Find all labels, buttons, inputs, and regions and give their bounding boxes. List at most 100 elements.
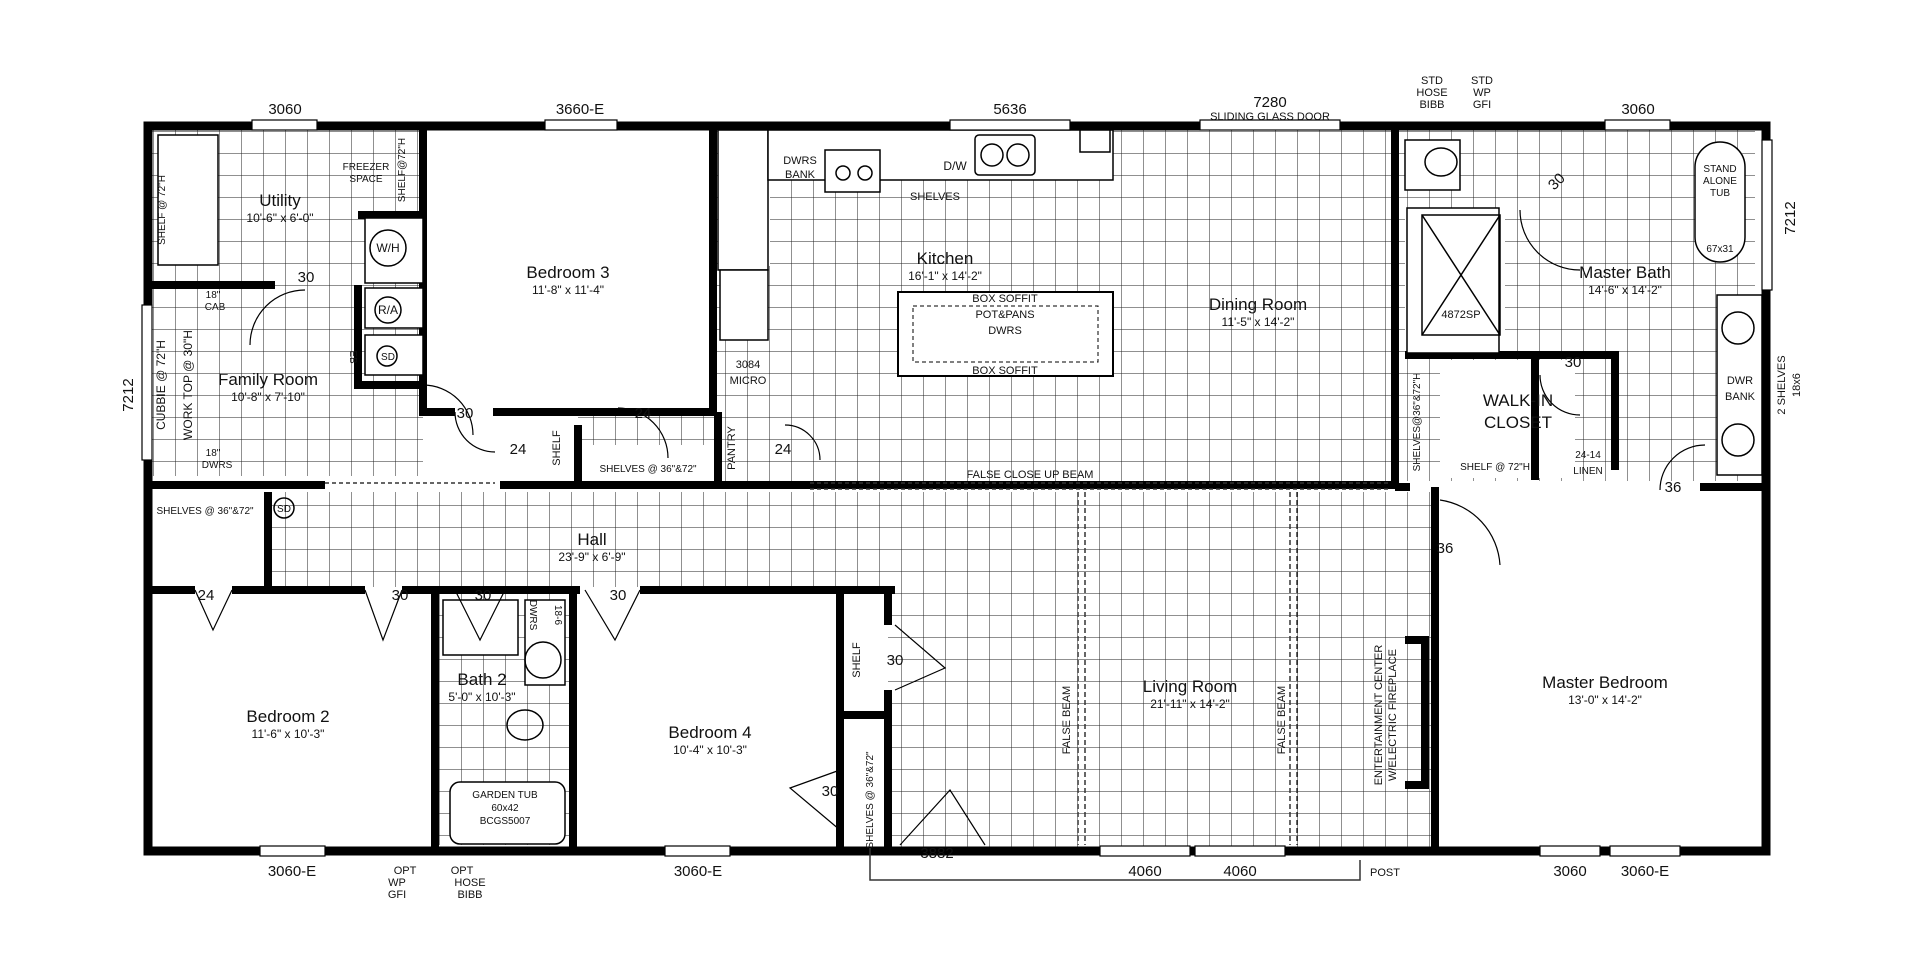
note-garden-2: 60x42	[491, 803, 519, 814]
room-dims-dining: 11'-5" x 14'-2"	[1222, 315, 1295, 329]
note-shelves-hall-closet: SHELVES @ 36"&72"	[599, 464, 697, 475]
room-dims-utility: 10'-6" x 6'-0"	[246, 211, 313, 225]
note-eb: EB	[347, 350, 358, 364]
tile-living	[888, 492, 1438, 847]
window-top-2: 3660-E	[556, 101, 604, 118]
note-micro-2: MICRO	[730, 375, 767, 387]
note-dwrs18-2: DWRS	[202, 460, 233, 471]
note-pot-pans: POT&PANS	[975, 309, 1034, 321]
note-garden-1: GARDEN TUB	[472, 790, 538, 801]
note-post: POST	[1370, 867, 1400, 879]
room-dims-mbed: 13'-0" x 14'-2"	[1568, 693, 1642, 707]
room-dims-living: 21'-11" x 14'-2"	[1150, 697, 1230, 711]
note-shelf-hall: SHELF	[551, 430, 563, 466]
window-top-3: 5636	[993, 101, 1026, 118]
window-bottom-3: 3882	[920, 845, 953, 862]
carpeted-rooms	[150, 126, 1762, 845]
window-labels: 3060 3660-E 5636 7280 3060 SLIDING GLASS…	[120, 94, 1799, 880]
note-tub-3: TUB	[1710, 188, 1730, 199]
door-bed4-closet: 30	[822, 783, 839, 800]
note-pantry: PANTRY	[726, 426, 738, 470]
note-cab-1: 18"	[206, 290, 221, 301]
note-shelf-closet: SHELF	[851, 642, 863, 678]
window-top-4: 7280	[1253, 94, 1286, 111]
note-opth-1: OPT	[451, 865, 474, 877]
note-two-shelves-2: 18x6	[1791, 373, 1803, 397]
room-name-bed3: Bedroom 3	[526, 263, 609, 282]
room-name-utility: Utility	[259, 191, 301, 210]
tile-pantry	[718, 415, 823, 480]
room-name-wic: WALK-IN	[1483, 391, 1553, 410]
note-shelves: SHELVES	[910, 191, 960, 203]
door-bath2: 30	[475, 587, 492, 604]
window-bottom-2: 3060-E	[674, 863, 722, 880]
room-name-bed2: Bedroom 2	[246, 707, 329, 726]
note-opth-2: HOSE	[454, 877, 485, 889]
note-opt-2: WP	[388, 877, 406, 889]
room-name-kitchen: Kitchen	[917, 249, 974, 268]
window-right: 7212	[1782, 201, 1799, 234]
room-name-dining: Dining Room	[1209, 295, 1307, 314]
note-shelf72-v: SHELF@72"H	[397, 138, 408, 202]
note-wh: W/H	[376, 241, 399, 255]
window-bottom-6: 3060	[1553, 863, 1586, 880]
room-dims-wic: CLOSET	[1484, 413, 1552, 432]
room-labels: Utility 10'-6" x 6'-0" Family Room 10'-8…	[218, 191, 1671, 757]
note-box-soffit-2: BOX SOFFIT	[972, 365, 1038, 377]
door-bed3-a: 24	[635, 405, 652, 422]
room-dims-bed2: 11'-6" x 10'-3"	[252, 727, 325, 741]
door-bed3-b: 30	[457, 405, 474, 422]
note-dw: D/W	[943, 159, 967, 173]
room-name-mbed: Master Bedroom	[1542, 673, 1668, 692]
note-dwr-bank-1: DWR	[1727, 375, 1753, 387]
note-false-beam-2: FALSE BEAM	[1276, 686, 1288, 754]
note-shelves-closet: SHELVES @ 36"&72"	[865, 751, 876, 849]
note-dwrs-bank-2: BANK	[785, 169, 816, 181]
note-std-wp-3: GFI	[1473, 99, 1491, 111]
note-cab-2: CAB	[205, 302, 226, 313]
note-std-hose-1: STD	[1421, 75, 1443, 87]
note-std-wp-1: STD	[1471, 75, 1493, 87]
note-wic-shelf: SHELF @ 72"H	[1460, 462, 1530, 473]
door-closet-1: 24	[510, 441, 527, 458]
note-ra: R/A	[378, 303, 398, 317]
note-garden-3: BCGS5007	[480, 816, 531, 827]
window-top-5: 3060	[1621, 101, 1654, 118]
interior-walls	[148, 126, 1766, 850]
note-sd-1: SD	[381, 352, 395, 363]
note-dwrs-bath: DWRS	[527, 600, 538, 631]
door-wic: 30	[1565, 354, 1582, 371]
note-tub-2: ALONE	[1703, 176, 1737, 187]
note-wic-shelves: SHELVES@36"&72"H	[1412, 373, 1423, 472]
door-mbed: 36	[1437, 540, 1454, 557]
room-dims-kitchen: 16'-1" x 14'-2"	[908, 269, 982, 283]
window-bottom-5: 4060	[1223, 863, 1256, 880]
note-opt-3: GFI	[388, 889, 406, 901]
window-bottom-4: 4060	[1128, 863, 1161, 880]
room-name-living: Living Room	[1143, 677, 1238, 696]
room-dims-bed3: 11'-8" x 11'-4"	[532, 283, 604, 297]
door-mbath-wic: 36	[1665, 479, 1682, 496]
tile-hall	[268, 492, 888, 587]
note-tub-1: STAND	[1703, 164, 1736, 175]
note-worktop: WORK TOP @ 30"H	[181, 330, 195, 440]
window-bottom-7: 3060-E	[1621, 863, 1669, 880]
note-ent-2: W/ELECTRIC FIREPLACE	[1387, 649, 1399, 781]
note-cubbie: CUBBIE @ 72"H	[154, 340, 168, 430]
window-top-1: 3060	[268, 101, 301, 118]
door-shelf-closet: 30	[887, 652, 904, 669]
note-shelf72-util: SHELF @ 72"H	[157, 175, 168, 245]
room-dims-hall: 23'-9" x 6'-9"	[558, 550, 625, 564]
note-opth-3: BIBB	[457, 889, 482, 901]
false-beams	[325, 482, 1390, 881]
note-std-wp-2: WP	[1473, 87, 1491, 99]
note-micro-1: 3084	[736, 359, 760, 371]
note-two-shelves: 2 SHELVES	[1776, 355, 1788, 414]
note-linen-2: LINEN	[1573, 466, 1602, 477]
note-false-close: FALSE CLOSE UP BEAM	[967, 469, 1094, 481]
door-util: 30	[298, 269, 315, 286]
note-shower: 4872SP	[1441, 309, 1480, 321]
notes: STD HOSE BIBB STD WP GFI FREEZER SPACE S…	[154, 75, 1803, 901]
door-pantry: 24	[775, 441, 792, 458]
room-dims-bed4: 10'-4" x 10'-3"	[673, 743, 747, 757]
